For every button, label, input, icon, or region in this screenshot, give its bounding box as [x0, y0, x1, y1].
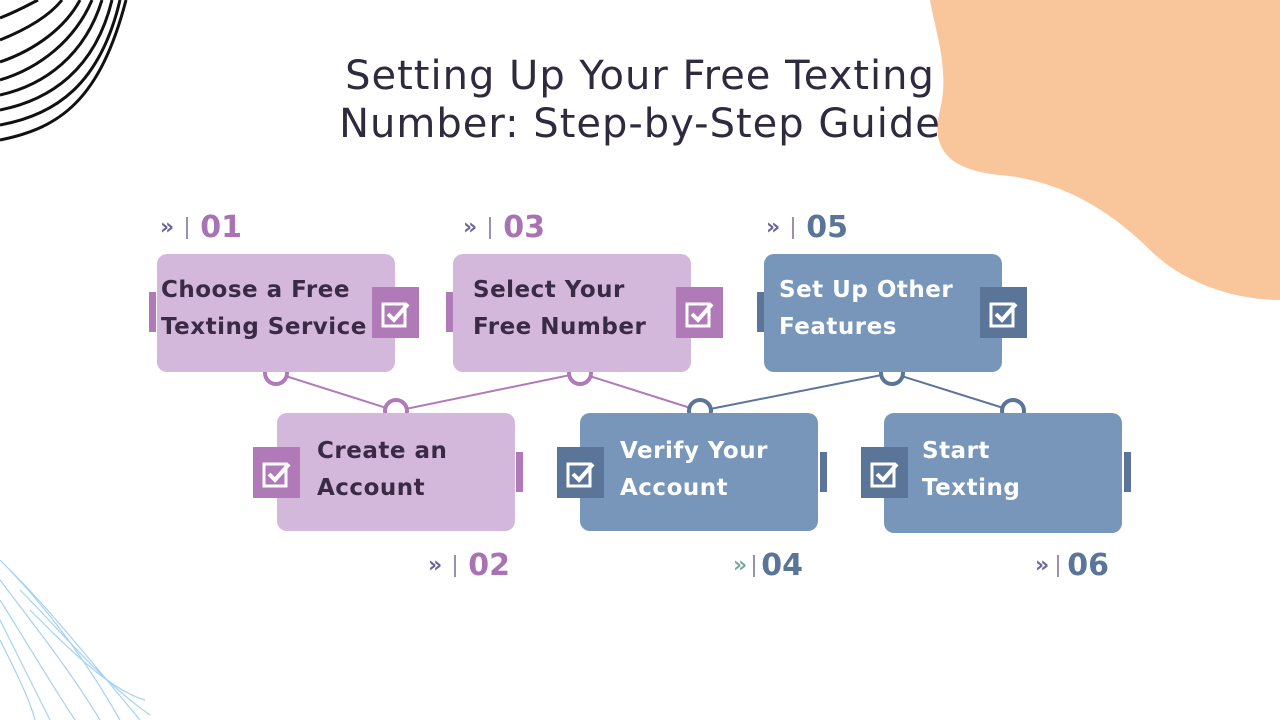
- step-label: Create an: [317, 438, 448, 464]
- contour-lines: [0, 0, 128, 142]
- number-text: 05: [806, 210, 848, 245]
- page-title: Setting Up Your Free Texting Number: Ste…: [240, 52, 1040, 148]
- divider: [489, 216, 492, 239]
- step-label: Texting: [922, 475, 1021, 501]
- step-number-06: » 06: [1035, 548, 1109, 583]
- checkbox-icon: [980, 287, 1027, 338]
- step-label: Set Up Other: [779, 277, 954, 303]
- step-label: Texting Service: [161, 314, 367, 340]
- step-label: Select Your: [473, 277, 625, 303]
- divider: [792, 216, 795, 239]
- number-text: 03: [503, 210, 545, 245]
- chevrons-icon: »: [428, 553, 443, 578]
- step-label: Free Number: [473, 314, 647, 340]
- step-number-05: » 05: [766, 210, 848, 245]
- title-line-2: Number: Step-by-Step Guide: [339, 101, 941, 147]
- tab: [516, 452, 523, 492]
- chevrons-icon: »: [733, 553, 748, 578]
- checkbox-icon: [557, 447, 604, 498]
- chevrons-icon: »: [766, 215, 781, 240]
- chevrons-icon: »: [1035, 553, 1050, 578]
- step-label: Features: [779, 314, 897, 340]
- step-number-02: » 02: [428, 548, 510, 583]
- number-text: 04: [761, 548, 803, 583]
- step-label: Verify Your: [620, 438, 768, 464]
- chevrons-icon: »: [160, 215, 175, 240]
- tab: [149, 292, 156, 332]
- peach-blob: [930, 0, 1280, 300]
- step-label: Account: [317, 475, 426, 501]
- divider: [1057, 554, 1060, 577]
- tab: [1124, 452, 1131, 492]
- step-label: Start: [922, 438, 990, 464]
- step-label: Choose a Free: [161, 277, 350, 303]
- checkbox-icon: [676, 287, 723, 338]
- step-label: Account: [620, 475, 729, 501]
- feather-decoration: [0, 559, 151, 720]
- divider: [753, 554, 756, 577]
- divider: [454, 554, 457, 577]
- number-text: 06: [1067, 548, 1109, 583]
- number-text: 01: [200, 210, 242, 245]
- tab: [757, 292, 764, 332]
- step-card-02: Create an Account: [277, 413, 515, 531]
- divider: [186, 216, 189, 239]
- step-number-04: » 04: [733, 548, 803, 583]
- checkbox-icon: [253, 447, 300, 498]
- step-number-03: » 03: [463, 210, 545, 245]
- tab: [820, 452, 827, 492]
- chevrons-icon: »: [463, 215, 478, 240]
- checkbox-icon: [861, 447, 908, 498]
- tab: [446, 292, 453, 332]
- step-number-01: » 01: [160, 210, 242, 245]
- checkbox-icon: [372, 287, 419, 338]
- number-text: 02: [468, 548, 510, 583]
- title-line-1: Setting Up Your Free Texting: [345, 53, 935, 99]
